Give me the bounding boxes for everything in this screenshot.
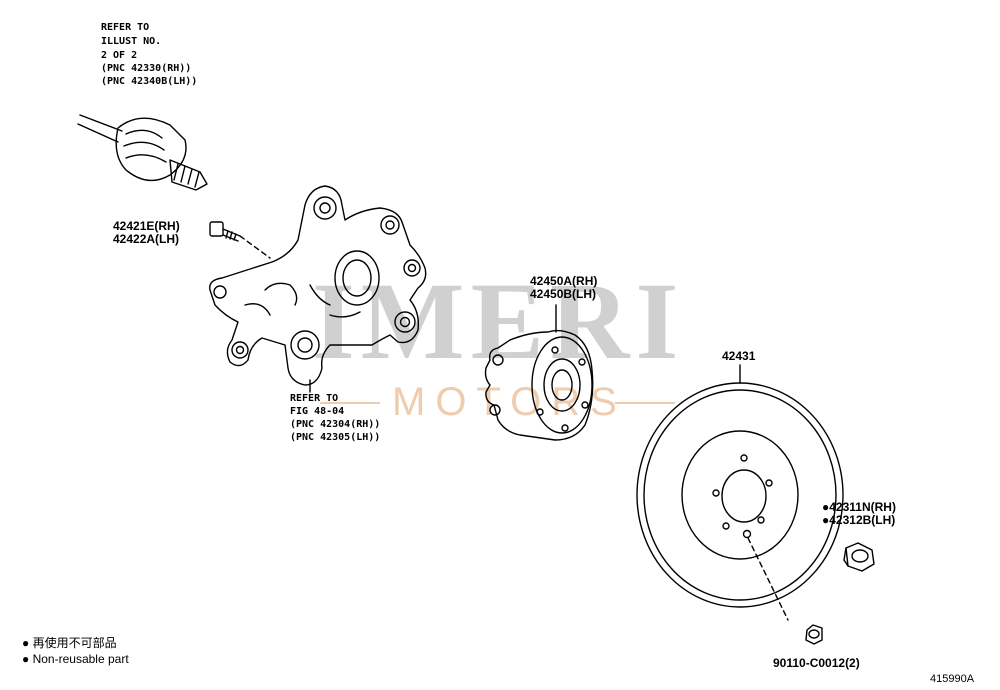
nut-label-rh[interactable]: ●42311N(RH) <box>822 501 896 514</box>
knuckle-bolt <box>209 221 271 259</box>
bolt-label-lh[interactable]: 42422A(LH) <box>113 232 180 246</box>
watermark-main: IMERI <box>312 260 685 382</box>
steering-knuckle <box>209 185 427 393</box>
legend-chinese: ● 再使用不可部品 <box>22 636 117 651</box>
hub-bearing <box>484 304 594 441</box>
figure-number: 415990A <box>930 673 975 685</box>
hub-label-lh[interactable]: 42450B(LH) <box>530 287 597 301</box>
legend-en-text: Non-reusable part <box>32 652 129 666</box>
drive-shaft <box>77 114 208 191</box>
legend-cn-text: 再使用不可部品 <box>32 636 117 650</box>
set-screw <box>805 624 823 645</box>
hub-nut <box>843 542 875 572</box>
knuckle-ref-line-4: (PNC 42305(LH)) <box>290 432 381 443</box>
legend-english: ● Non-reusable part <box>22 652 129 667</box>
knuckle-ref-line-1: REFER TO <box>290 393 339 404</box>
ref-line-1: REFER TO <box>101 22 150 33</box>
ref-line-5: (PNC 42340B(LH)) <box>101 76 198 87</box>
non-reusable-bullet-icon: ● <box>822 513 830 527</box>
nut-label-lh[interactable]: ●42312B(LH) <box>822 514 895 527</box>
nut-label-rh-text: 42311N(RH) <box>829 500 896 514</box>
hub-label-rh[interactable]: 42450A(RH) <box>530 274 598 288</box>
knuckle-ref-line-2: FIG 48-04 <box>290 406 345 417</box>
watermark-line-left <box>320 402 380 404</box>
ref-line-4: (PNC 42330(RH)) <box>101 63 192 74</box>
knuckle-ref-line-3: (PNC 42304(RH)) <box>290 419 381 430</box>
ref-line-3: 2 OF 2 <box>101 50 138 61</box>
legend-bullet-icon: ● <box>22 652 30 666</box>
brake-disc <box>636 364 844 621</box>
nut-label-lh-text: 42312B(LH) <box>829 513 896 527</box>
legend-bullet-icon: ● <box>22 636 30 650</box>
bolt-label-rh[interactable]: 42421E(RH) <box>113 219 180 233</box>
non-reusable-bullet-icon: ● <box>822 500 830 514</box>
ref-line-2: ILLUST NO. <box>101 36 162 47</box>
screw-label[interactable]: 90110-C0012(2) <box>773 656 860 670</box>
disc-label[interactable]: 42431 <box>722 349 756 363</box>
watermark-line-right <box>615 402 675 404</box>
